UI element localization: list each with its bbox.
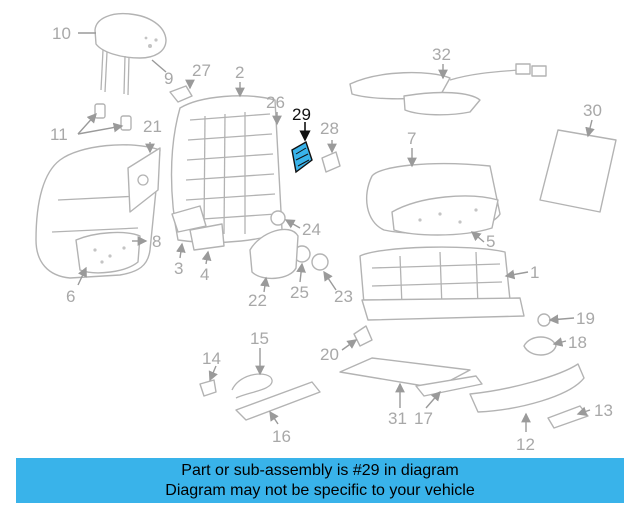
seat-base-part [359, 246, 525, 321]
trim-panel-part [469, 363, 585, 413]
callout-29: 29 [292, 105, 311, 124]
callout-4: 4 [200, 265, 209, 284]
callout-7: 7 [407, 129, 416, 148]
callout-6: 6 [66, 287, 75, 306]
callout-9: 9 [164, 69, 173, 88]
seat-parts-diagram: 10 9 27 2 11 21 26 29 28 32 30 7 8 6 24 … [35, 12, 617, 454]
banner-line-1: Part or sub-assembly is #29 in diagram [181, 462, 459, 479]
knob-part [311, 253, 329, 271]
callout-30: 30 [583, 101, 602, 120]
callout-19: 19 [576, 309, 595, 328]
callout-22: 22 [248, 291, 267, 310]
callout-27: 27 [192, 61, 211, 80]
callout-1: 1 [530, 263, 539, 282]
callout-24: 24 [302, 220, 321, 239]
callout-14: 14 [202, 349, 221, 368]
seatback-frame-part [170, 95, 283, 251]
callout-5: 5 [486, 232, 495, 251]
side-bracket-part [127, 147, 161, 213]
cable-part [199, 373, 273, 399]
callout-10: 10 [52, 24, 71, 43]
callout-25: 25 [290, 283, 309, 302]
callout-3: 3 [174, 259, 183, 278]
callout-28: 28 [320, 119, 339, 138]
clip-part [169, 85, 193, 103]
callout-2: 2 [235, 63, 244, 82]
callout-17: 17 [414, 409, 433, 428]
callout-13: 13 [594, 401, 613, 420]
headrest-guide-part [94, 103, 132, 131]
trim-13-part [547, 405, 589, 429]
callout-31: 31 [388, 409, 407, 428]
rail-16-part [235, 381, 321, 421]
callout-labels: 10 9 27 2 11 21 26 29 28 32 30 7 8 6 24 … [50, 24, 613, 454]
callout-16: 16 [272, 427, 291, 446]
pad-part [539, 129, 617, 213]
callout-11: 11 [50, 125, 68, 144]
leader-lines [77, 32, 595, 432]
callout-12: 12 [516, 435, 535, 454]
callout-32: 32 [432, 45, 451, 64]
bolt-19-part [537, 313, 551, 327]
seat-cushion-part [365, 162, 501, 236]
callout-23: 23 [334, 287, 353, 306]
headrest-part [94, 12, 167, 96]
callout-18: 18 [568, 333, 587, 352]
callout-26: 26 [266, 93, 285, 112]
bolt-20-part [353, 325, 373, 347]
callout-21: 21 [143, 117, 162, 136]
callout-15: 15 [250, 329, 269, 348]
banner-line-2: Diagram may not be specific to your vehi… [165, 482, 475, 499]
switch-18-part [523, 336, 557, 356]
callout-20: 20 [320, 345, 339, 364]
info-banner: Part or sub-assembly is #29 in diagram D… [16, 458, 624, 503]
callout-8: 8 [152, 232, 161, 251]
knob-28-part [321, 151, 341, 173]
bushing-part [270, 210, 286, 226]
heater-harness-part [349, 63, 547, 116]
